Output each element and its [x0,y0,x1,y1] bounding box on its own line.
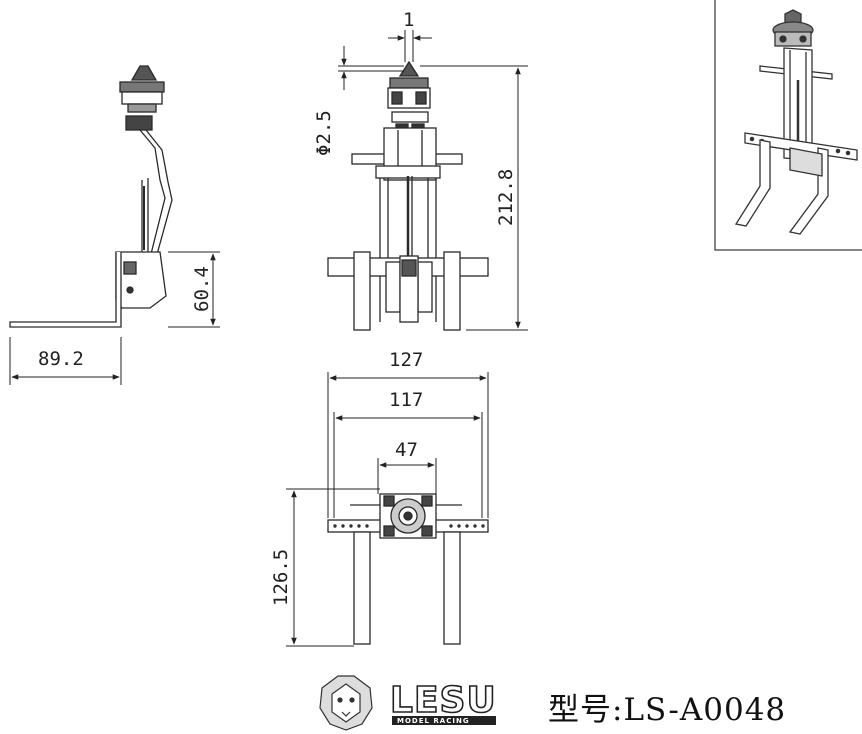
inset-frame [714,0,862,251]
dim-side-width: 89.2 [38,348,84,370]
dim-top-47: 47 [395,439,418,461]
top-dimensions [286,372,489,647]
dim-side-height: 60.4 [191,266,213,312]
model-number: 型号:LS-A0048 [548,692,787,728]
brand-name: LESU [390,680,497,721]
dim-front-diameter: Φ2.5 [313,110,335,156]
top-fork-left [353,531,371,645]
lion-logo [319,675,373,731]
front-dimensions [338,30,528,331]
side-rotator [125,115,153,131]
top-fork-right [443,531,461,645]
dim-top-117: 117 [389,389,423,411]
front-fork-right [443,251,461,331]
dim-front-gap: 1 [403,9,414,31]
side-view [9,65,173,328]
brand-tagline: MODEL RACING [397,717,470,725]
front-fork-left [353,251,371,331]
side-dimensions [9,251,220,385]
dim-front-height: 212.8 [495,169,517,226]
front-hook [398,60,420,77]
iso-carriage-bar [744,132,858,161]
side-fork [9,252,122,328]
brand-tagline-bar [392,716,496,725]
iso-fork-left [734,139,771,227]
top-view [327,493,489,645]
dim-top-height: 126.5 [270,549,292,606]
lesu-logo: LESU MODEL RACING [389,679,497,725]
isometric-view-inset [714,0,862,251]
side-carriage [115,251,167,309]
front-view [327,60,489,331]
side-hook [130,65,158,81]
dim-top-127: 127 [389,349,423,371]
